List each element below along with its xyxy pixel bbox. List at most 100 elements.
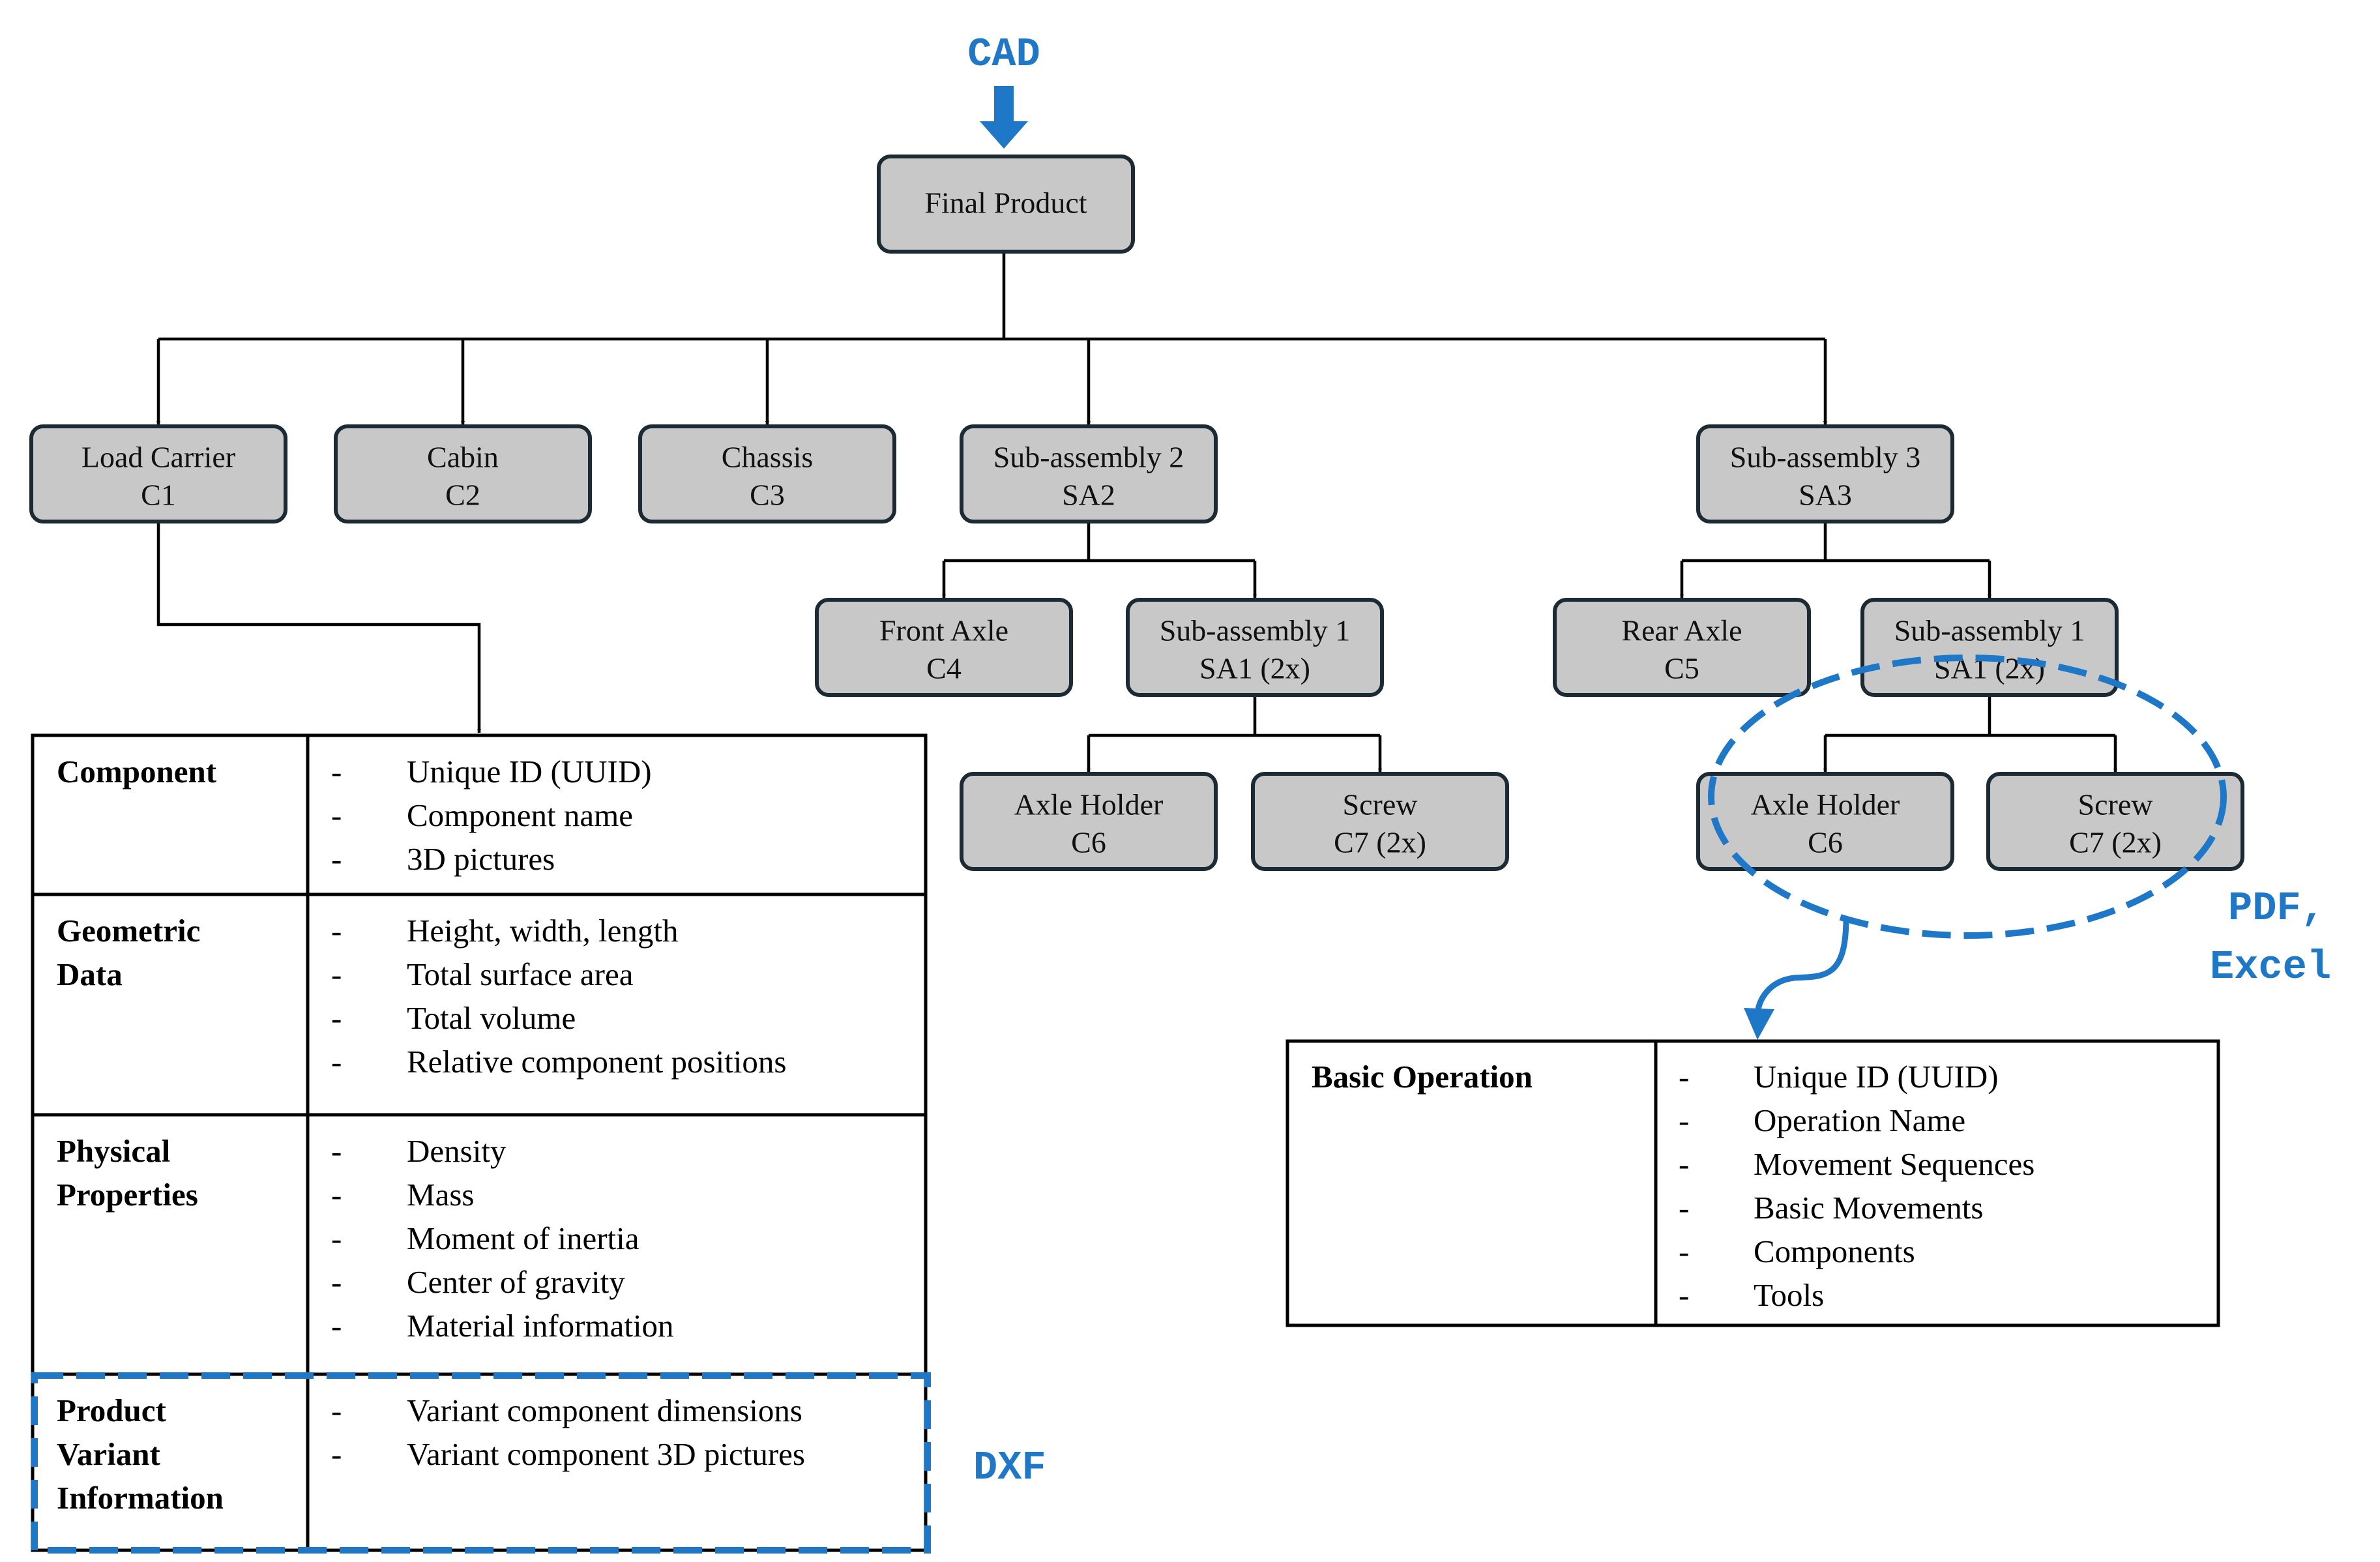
node-level1-2-label-1: Cabin: [427, 441, 499, 474]
pdf-excel-highlight-ellipse: [1708, 655, 2227, 939]
component-table-item: Center of gravity: [407, 1264, 625, 1300]
component-table-bullet: -: [331, 1220, 342, 1256]
component-table-item: Density: [407, 1133, 507, 1169]
operation-table-bullet: -: [1679, 1102, 1689, 1138]
operation-table-item: Components: [1754, 1233, 1915, 1269]
operation-link-arrow: [1744, 917, 1849, 1040]
component-table-item: Relative component positions: [407, 1044, 786, 1080]
cad-input-arrow: [980, 86, 1028, 149]
component-table-item: Total surface area: [407, 956, 634, 992]
node-sa3-sa1-child-2-label-2: C7 (2x): [2069, 826, 2162, 859]
component-table-item: 3D pictures: [407, 841, 555, 877]
component-table-bullet: -: [331, 956, 342, 992]
cad-format-label: CAD: [967, 31, 1040, 78]
node-final-product-label: Final Product: [924, 186, 1087, 220]
node-sa2-sa1-child-1-label-2: C6: [1071, 826, 1106, 859]
node-sa3-child-2-label-1: Sub-assembly 1: [1894, 614, 2085, 647]
component-table-category-2: Data: [57, 956, 123, 992]
node-sa3-sa1-child-2: Screw C7 (2x): [1986, 772, 2244, 871]
operation-table-item: Operation Name: [1754, 1102, 1965, 1138]
component-table-category-3: Properties: [57, 1177, 198, 1213]
node-sa2-child-1-label-2: C4: [926, 652, 962, 685]
component-table-item: Total volume: [407, 1000, 576, 1036]
operation-table-bullet: -: [1679, 1146, 1689, 1182]
operation-table-item: Basic Movements: [1754, 1190, 1983, 1226]
node-level1-5-label-1: Sub-assembly 3: [1730, 441, 1921, 474]
component-table-bullet: -: [331, 754, 342, 789]
dxf-highlight-box: [31, 1372, 931, 1554]
node-final-product: Final Product: [877, 155, 1135, 254]
node-level1-4: Sub-assembly 2 SA2: [960, 424, 1218, 523]
operation-table-bullet: -: [1679, 1190, 1689, 1226]
component-table-category-4: Variant: [57, 1436, 161, 1472]
component-table-item: Mass: [407, 1177, 474, 1213]
operation-table-bullet: -: [1679, 1277, 1689, 1313]
component-table-item: Component name: [407, 797, 633, 833]
node-sa2-child-1-label-1: Front Axle: [879, 614, 1008, 647]
node-level1-2-label-2: C2: [445, 479, 480, 512]
tree-connectors: [156, 253, 2117, 773]
node-sa3-sa1-child-1-label-2: C6: [1808, 826, 1843, 859]
node-sa2-sa1-child-2: Screw C7 (2x): [1251, 772, 1509, 871]
component-table-bullet: -: [331, 1000, 342, 1036]
component-table-item: Material information: [407, 1308, 674, 1344]
component-table-bullet: -: [331, 1264, 342, 1300]
operation-table-category: Basic Operation: [1312, 1059, 1533, 1095]
component-attributes-table: Component - Unique ID (UUID) - Component nam…: [31, 733, 928, 1552]
node-level1-5-label-2: SA3: [1799, 479, 1852, 512]
node-level1-4-label-2: SA2: [1062, 479, 1115, 512]
node-level1-4-label-1: Sub-assembly 2: [993, 441, 1184, 474]
component-table-category-4: Information: [57, 1480, 224, 1516]
dxf-format-label: DXF: [973, 1445, 1046, 1491]
operation-table-item: Movement Sequences: [1754, 1146, 2035, 1182]
component-table-bullet: -: [331, 1177, 342, 1213]
node-sa2-sa1-child-1-label-1: Axle Holder: [1014, 788, 1164, 821]
component-table-item: Height, width, length: [407, 913, 678, 949]
component-table-item: Variant component 3D pictures: [407, 1436, 805, 1472]
node-sa3-sa1-child-1-label-1: Axle Holder: [1751, 788, 1900, 821]
component-table-category-1: Component: [57, 754, 217, 789]
component-table-item: Moment of inertia: [407, 1220, 639, 1256]
component-table-bullet: -: [331, 797, 342, 833]
component-table-item: Variant component dimensions: [407, 1393, 802, 1428]
operation-table-item: Unique ID (UUID): [1754, 1059, 1999, 1095]
component-table-bullet: -: [331, 1436, 342, 1472]
component-table-bullet: -: [331, 1044, 342, 1080]
basic-operation-table: Basic Operation - Unique ID (UUID) - Operati…: [1285, 1039, 2220, 1327]
node-level1-3-label-1: Chassis: [722, 441, 814, 474]
node-sa3-child-1-label-1: Rear Axle: [1621, 614, 1742, 647]
pdf-excel-format-label-line1: PDF,: [2228, 885, 2325, 932]
node-sa2-child-2-label-2: SA1 (2x): [1199, 652, 1310, 685]
component-table-bullet: -: [331, 1133, 342, 1169]
component-table-item: Unique ID (UUID): [407, 754, 652, 789]
component-table-category-4: Product: [57, 1393, 167, 1428]
component-table-category-3: Physical: [57, 1133, 170, 1169]
node-level1-3-label-2: C3: [750, 479, 785, 512]
node-level1-1-label-2: C1: [141, 479, 176, 512]
operation-table-bullet: -: [1679, 1233, 1689, 1269]
node-sa2-child-2: Sub-assembly 1 SA1 (2x): [1126, 598, 1384, 697]
node-level1-5: Sub-assembly 3 SA3: [1696, 424, 1954, 523]
node-sa2-sa1-child-2-label-1: Screw: [1343, 788, 1418, 821]
node-sa3-child-1-label-2: C5: [1664, 652, 1699, 685]
node-sa2-sa1-child-2-label-2: C7 (2x): [1334, 826, 1426, 859]
component-table-category-2: Geometric: [57, 913, 200, 949]
node-sa3-sa1-child-2-label-1: Screw: [2078, 788, 2154, 821]
pdf-excel-format-label-line2: Excel: [2210, 944, 2331, 990]
operation-table-bullet: -: [1679, 1059, 1689, 1095]
component-table-bullet: -: [331, 1393, 342, 1428]
component-table-bullet: -: [331, 841, 342, 877]
node-level1-1-label-1: Load Carrier: [81, 441, 235, 474]
component-table-bullet: -: [331, 1308, 342, 1344]
node-sa2-child-2-label-1: Sub-assembly 1: [1160, 614, 1351, 647]
operation-table-item: Tools: [1754, 1277, 1824, 1313]
component-table-bullet: -: [331, 913, 342, 949]
